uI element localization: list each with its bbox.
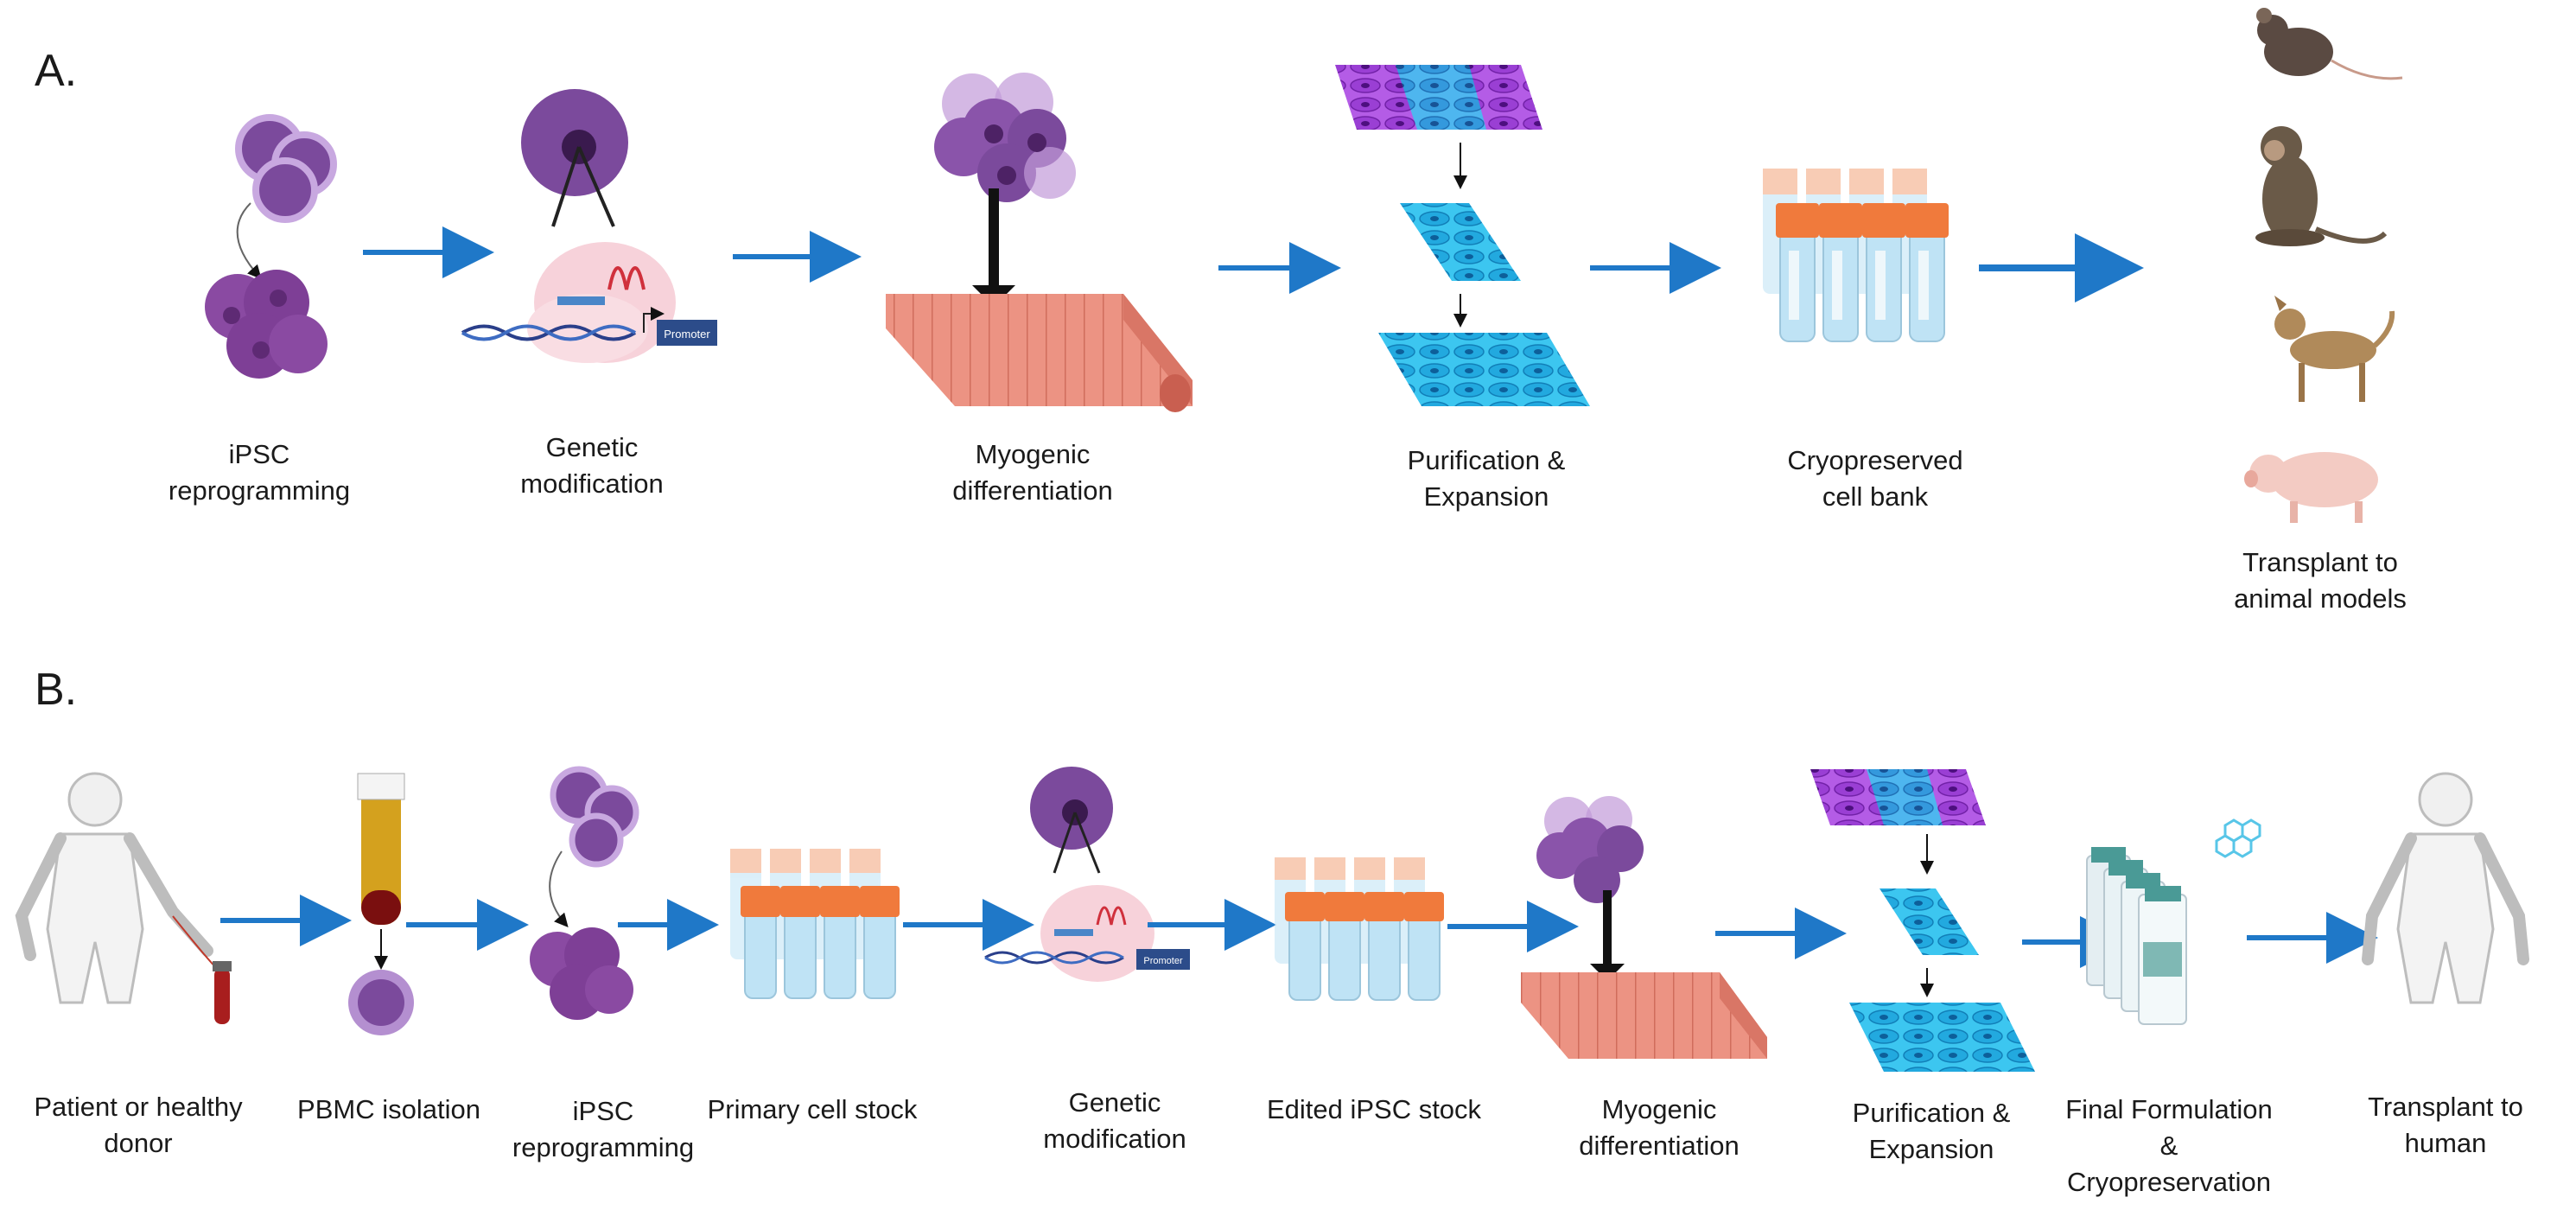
caption-final-formulation: Final Formulation & Cryopreservation (2065, 1094, 2273, 1197)
caption-genetic-modification-b: Genetic modification (1043, 1087, 1186, 1154)
final-formulation-vials-icon (2086, 818, 2261, 1025)
promoter-label-b: Promoter (1143, 956, 1183, 966)
caption-primary-cell-stock: Primary cell stock (707, 1094, 918, 1124)
pig-icon (2244, 452, 2378, 523)
monkey-icon (2255, 126, 2388, 246)
purification-expansion-icon (1335, 65, 1590, 406)
caption-transplant-human: Transplant to human (2368, 1092, 2523, 1158)
promoter-label: Promoter (664, 328, 710, 341)
caption-genetic-modification: Genetic modification (520, 432, 664, 499)
ipsc-icon-b (530, 766, 639, 1020)
myogenic-differentiation-icon-b (1521, 796, 1767, 1059)
panel-a-label: A. (35, 46, 78, 96)
caption-purification-expansion: Purification & Expansion (1407, 445, 1566, 512)
pbmc-tube-icon (348, 773, 414, 1035)
myogenic-differentiation-icon (886, 73, 1193, 412)
human-donor-icon (15, 772, 232, 1024)
primary-cell-stock-vials-icon (730, 849, 900, 999)
edited-ipsc-stock-vials-icon (1275, 857, 1444, 1001)
molecule-icon (2215, 818, 2261, 858)
caption-myogenic-differentiation-b: Myogenic differentiation (1579, 1094, 1740, 1161)
caption-pbmc-isolation: PBMC isolation (297, 1094, 480, 1124)
human-recipient-icon (2362, 772, 2529, 1004)
caption-ipsc-reprogramming-b: iPSC reprogramming (512, 1096, 695, 1162)
panel-b-label: B. (35, 665, 78, 715)
purification-expansion-icon-b (1810, 769, 2035, 1072)
caption-purification-expansion-b: Purification & Expansion (1852, 1098, 2011, 1164)
genetic-modification-icon-b: Promoter (984, 767, 1190, 982)
caption-transplant-animal-models: Transplant to animal models (2234, 547, 2407, 614)
genetic-modification-icon: Promoter (461, 89, 717, 363)
mouse-icon (2256, 8, 2403, 80)
caption-patient-donor: Patient or healthy donor (34, 1092, 243, 1158)
caption-myogenic-differentiation: Myogenic differentiation (952, 439, 1113, 506)
caption-edited-ipsc-stock: Edited iPSC stock (1266, 1094, 1482, 1124)
caption-cryopreserved-cell-bank: Cryopreserved cell bank (1787, 445, 1963, 512)
cryo-vials-icon (1763, 169, 1949, 342)
ipsc-icon (205, 114, 337, 379)
caption-ipsc-reprogramming: iPSC reprogramming (168, 439, 351, 506)
dog-icon (2274, 296, 2395, 402)
